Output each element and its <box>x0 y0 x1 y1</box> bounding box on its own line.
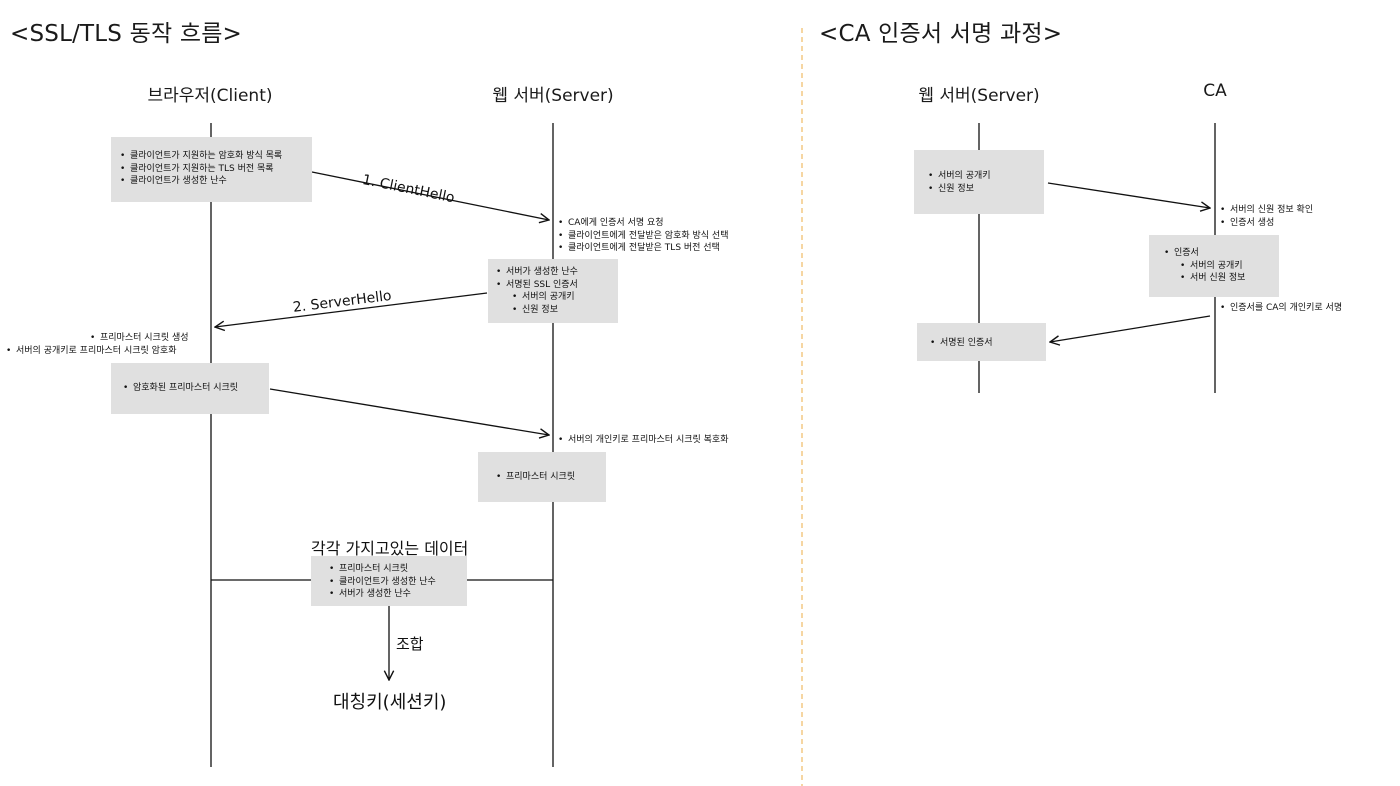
ca-section-title: <CA 인증서 서명 과정> <box>819 21 1063 47</box>
list-item: 클라이언트가 지원하는 암호화 방식 목록 <box>120 150 312 163</box>
ca-actor-label: CA <box>1203 81 1227 101</box>
server-premaster-box: 프리마스터 시크릿 <box>478 452 606 502</box>
ssl-section-title: <SSL/TLS 동작 흐름> <box>10 21 243 47</box>
server-info-box: 서버의 공개키 신원 정보 <box>914 150 1044 214</box>
list-item: 클라이언트가 지원하는 TLS 버전 목록 <box>120 163 312 176</box>
list-item: 프리마스터 시크릿 생성 <box>90 332 189 345</box>
list-item: 인증서 <box>1164 247 1279 260</box>
list-item: 인증서 생성 <box>1220 217 1313 230</box>
encrypted-premaster-box: 암호화된 프리마스터 시크릿 <box>111 363 269 414</box>
ca-request-arrow <box>1047 182 1210 208</box>
list-item: 서버가 생성한 난수 <box>496 266 618 279</box>
signed-certificate-box: 서명된 인증서 <box>917 323 1046 361</box>
client-actor-label: 브라우저(Client) <box>147 86 273 106</box>
list-item: 클라이언트에게 전달받은 암호화 방식 선택 <box>558 230 729 243</box>
ca-sign-note: 인증서를 CA의 개인키로 서명 <box>1220 302 1342 315</box>
combine-label: 조합 <box>396 635 424 653</box>
ca-server-actor-label: 웹 서버(Server) <box>918 86 1040 106</box>
server-processing-note: CA에게 인증서 서명 요청 클라이언트에게 전달받은 암호화 방식 선택 클라… <box>558 217 729 255</box>
list-item: CA에게 인증서 서명 요청 <box>558 217 729 230</box>
list-item: 서버의 공개키 <box>928 170 1044 183</box>
premaster-arrow <box>269 388 549 435</box>
ca-verify-note: 서버의 신원 정보 확인 인증서 생성 <box>1220 204 1313 229</box>
clienthello-arrow <box>311 171 549 220</box>
list-item: 신원 정보 <box>512 304 618 317</box>
list-item: 서버의 신원 정보 확인 <box>1220 204 1313 217</box>
server-decrypt-note: 서버의 개인키로 프리마스터 시크릿 복호화 <box>558 434 729 447</box>
list-item: 신원 정보 <box>928 183 1044 196</box>
list-item: 서버의 공개키로 프리마스터 시크릿 암호화 <box>6 345 189 358</box>
list-item: 암호화된 프리마스터 시크릿 <box>123 382 269 395</box>
list-item: 클라이언트가 생성한 난수 <box>329 576 467 589</box>
list-item: 서버 신원 정보 <box>1180 272 1279 285</box>
client-processing-note: 프리마스터 시크릿 생성 서버의 공개키로 프리마스터 시크릿 암호화 <box>6 332 189 357</box>
list-item: 프리마스터 시크릿 <box>329 563 467 576</box>
list-item: 서버의 공개키 <box>512 291 618 304</box>
list-item: 인증서를 CA의 개인키로 서명 <box>1220 302 1342 315</box>
list-item: 서명된 인증서 <box>930 337 1046 350</box>
list-item: 서버의 개인키로 프리마스터 시크릿 복호화 <box>558 434 729 447</box>
list-item: 클라이언트가 생성한 난수 <box>120 175 312 188</box>
serverhello-data-box: 서버가 생성한 난수 서명된 SSL 인증서 서버의 공개키 신원 정보 <box>488 259 618 323</box>
clienthello-data-box: 클라이언트가 지원하는 암호화 방식 목록 클라이언트가 지원하는 TLS 버전… <box>111 137 312 202</box>
list-item: 서버가 생성한 난수 <box>329 588 467 601</box>
ca-response-arrow <box>1050 315 1211 342</box>
serverhello-arrow <box>215 292 488 327</box>
shared-data-box: 프리마스터 시크릿 클라이언트가 생성한 난수 서버가 생성한 난수 <box>311 556 467 606</box>
list-item: 서버의 공개키 <box>1180 260 1279 273</box>
list-item: 클라이언트에게 전달받은 TLS 버전 선택 <box>558 242 729 255</box>
list-item: 서명된 SSL 인증서 <box>496 279 618 292</box>
certificate-box: 인증서 서버의 공개키 서버 신원 정보 <box>1149 235 1279 297</box>
shared-data-title: 각각 가지고있는 데이터 <box>311 539 469 558</box>
session-key-label: 대칭키(세션키) <box>333 692 447 713</box>
list-item: 프리마스터 시크릿 <box>496 471 606 484</box>
server-actor-label: 웹 서버(Server) <box>492 86 614 106</box>
